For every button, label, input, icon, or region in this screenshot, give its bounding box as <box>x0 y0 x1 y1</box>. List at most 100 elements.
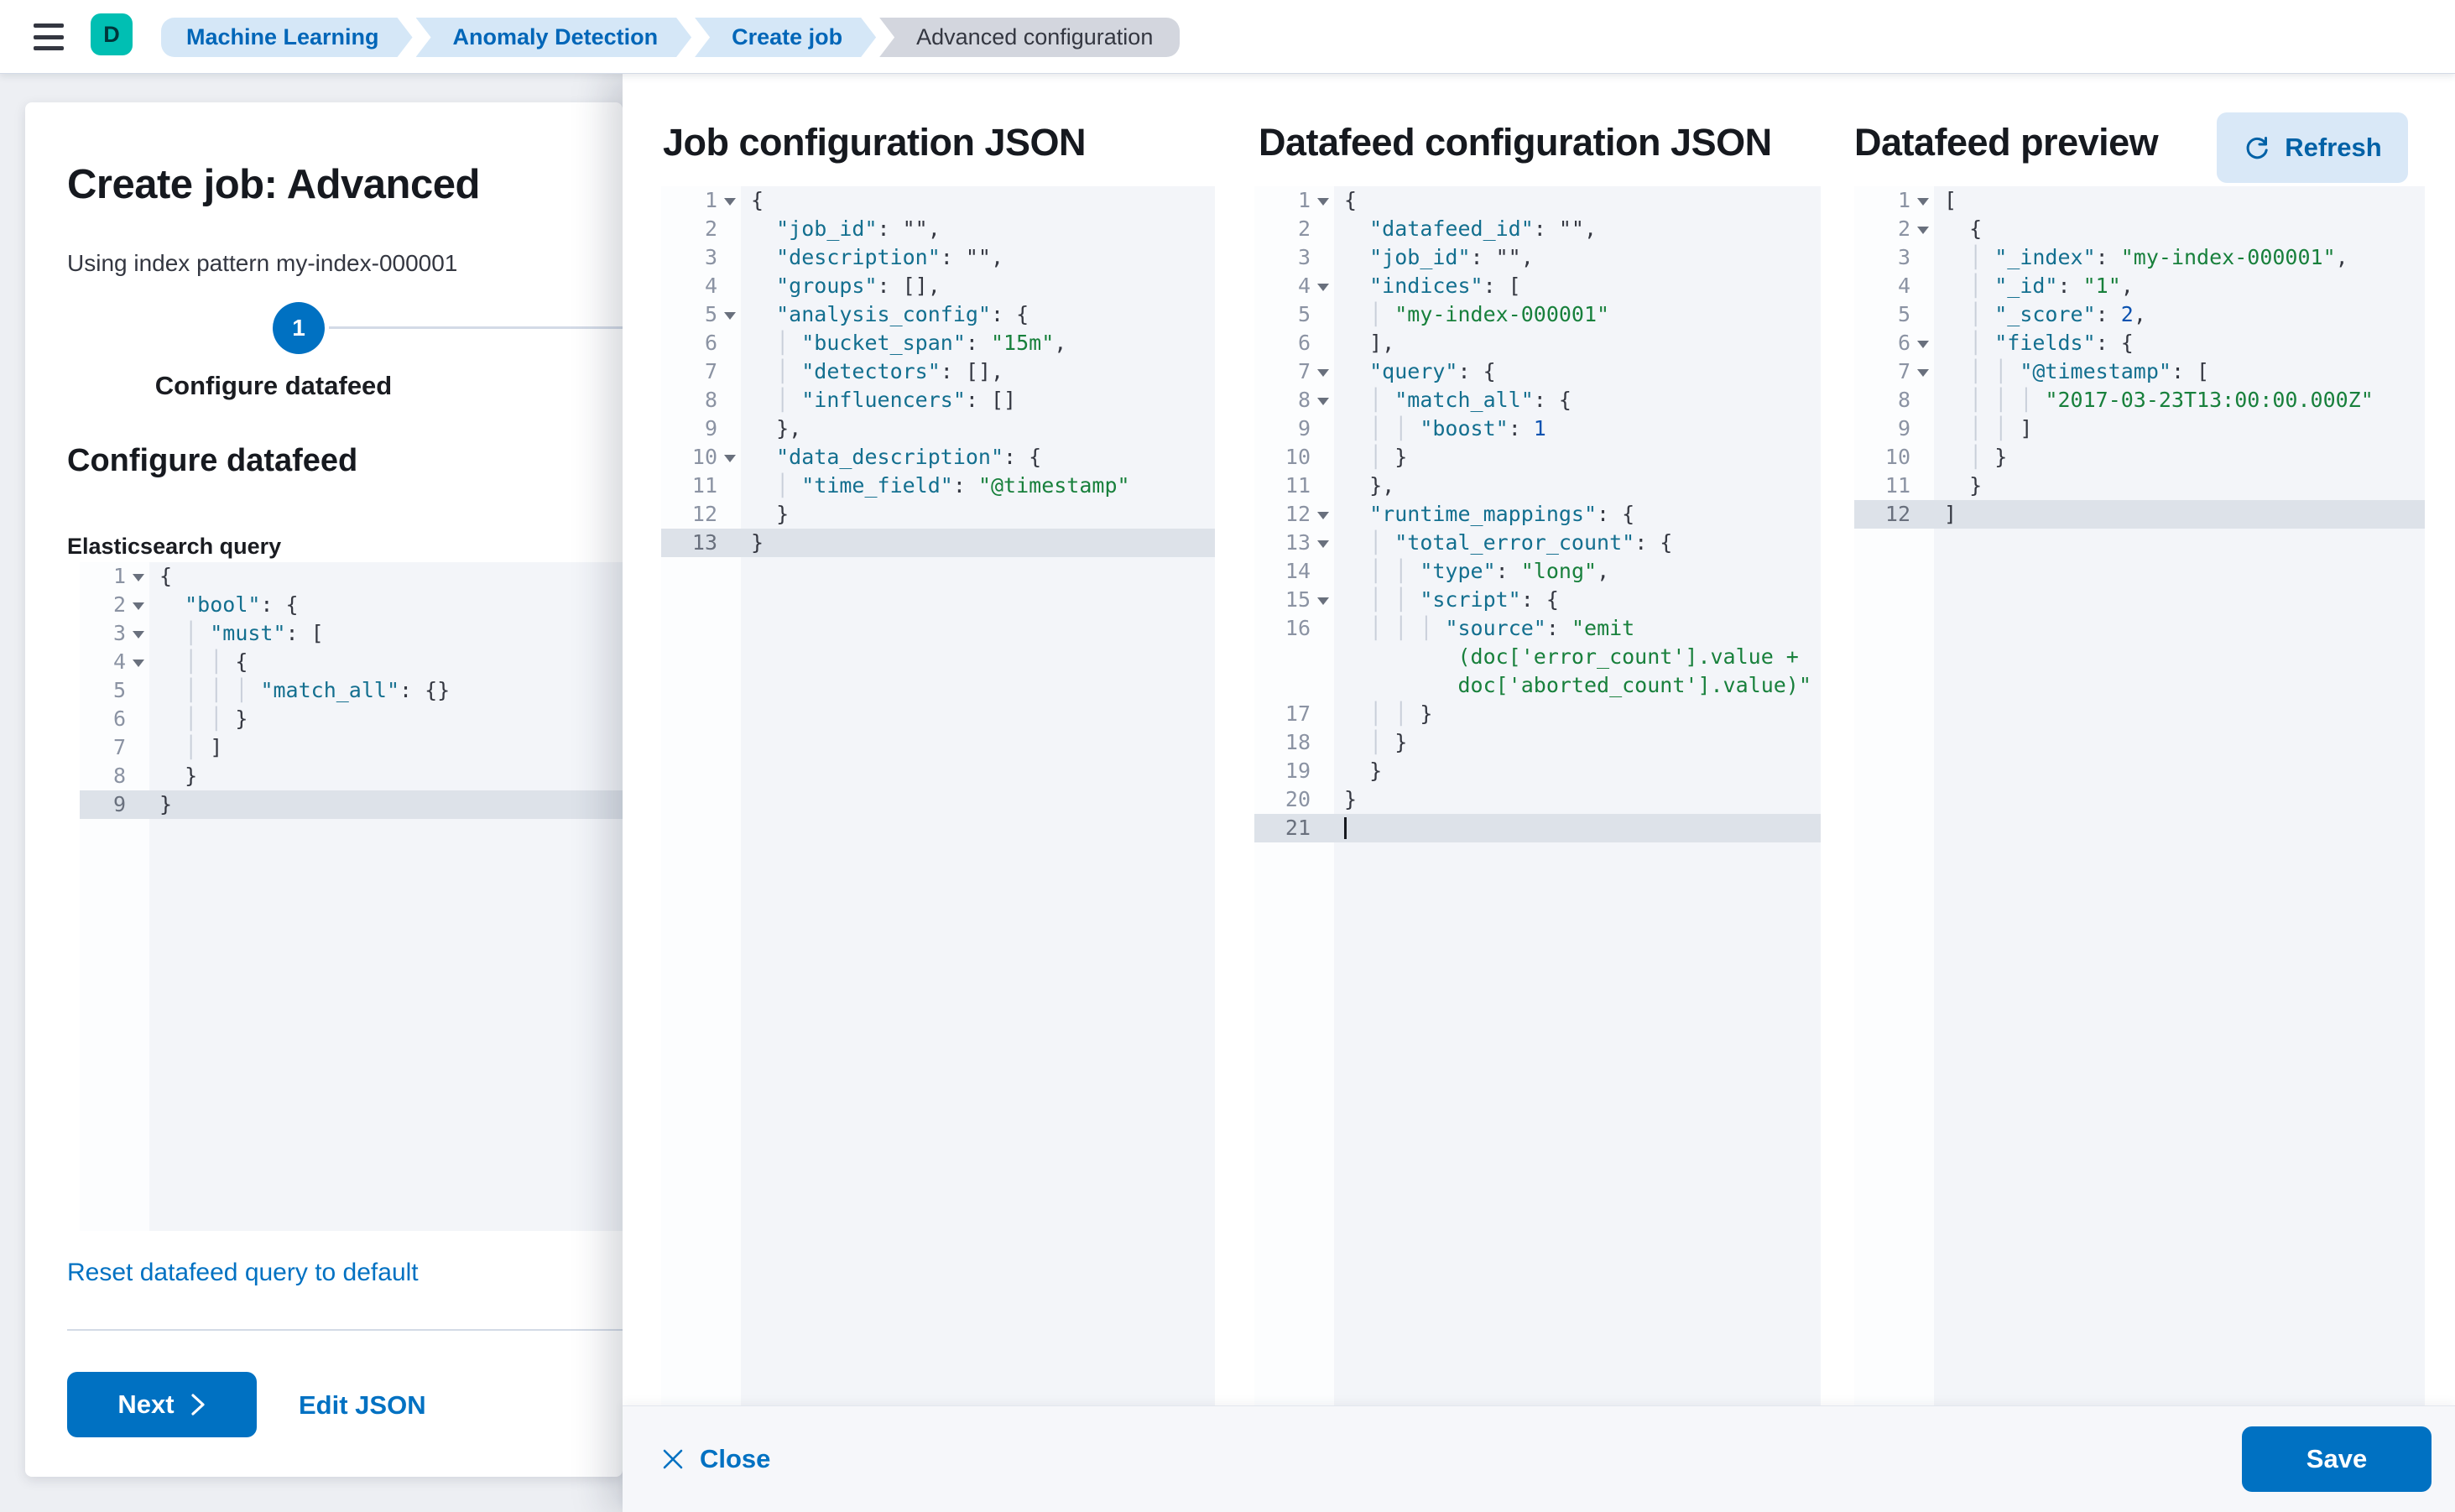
gutter-fold-area <box>1910 329 1934 357</box>
page-title: Create job: Advanced <box>67 162 480 207</box>
code-text: { <box>1344 188 1358 212</box>
fold-arrow-icon[interactable] <box>1317 398 1329 405</box>
code-text: │ "match_all": { <box>1369 388 1572 412</box>
fold-arrow-icon[interactable] <box>724 198 736 206</box>
line-number: 14 <box>1285 559 1311 583</box>
elasticsearch-query-editor[interactable]: 1{2 "bool": {3 │ "must": [4 │ │ {5 │ │ │… <box>80 562 623 1231</box>
code-text: │ "fields": { <box>1969 331 2134 355</box>
code-text: "job_id": "", <box>1369 245 1534 269</box>
gutter-fold-area <box>126 591 149 619</box>
code-text: │ │ │ "match_all": {} <box>185 678 451 702</box>
line-number: 3 <box>1897 245 1910 269</box>
code-line: 3 │ "_index": "my-index-000001", <box>1854 243 2425 272</box>
gutter-fold-area <box>1311 614 1334 643</box>
code-line: 2 "datafeed_id": "", <box>1254 215 1821 243</box>
code-text: { <box>159 564 173 588</box>
code-line: 10 │ } <box>1254 443 1821 472</box>
code-text: │ "bucket_span": "15m", <box>776 331 1067 355</box>
datafeed-configuration-json-editor[interactable]: 1{2 "datafeed_id": "",3 "job_id": "",4 "… <box>1254 186 1821 1405</box>
line-number: 6 <box>1897 331 1910 355</box>
fold-arrow-icon[interactable] <box>1917 369 1929 377</box>
fold-arrow-icon[interactable] <box>1317 284 1329 291</box>
fold-arrow-icon[interactable] <box>1317 369 1329 377</box>
gutter-fold-area <box>126 648 149 676</box>
line-number: 5 <box>1297 302 1311 326</box>
code-text: │ │ "@timestamp": [ <box>1969 359 2210 383</box>
fold-arrow-icon[interactable] <box>724 455 736 462</box>
next-button-label: Next <box>117 1389 175 1419</box>
fold-arrow-icon[interactable] <box>1317 597 1329 605</box>
job-configuration-json-title: Job configuration JSON <box>663 121 1087 164</box>
breadcrumb-anomaly-detection[interactable]: Anomaly Detection <box>416 18 692 57</box>
line-number: 6 <box>704 331 717 355</box>
space-avatar[interactable]: D <box>91 13 133 55</box>
line-number: 21 <box>1285 816 1311 840</box>
fold-arrow-icon[interactable] <box>1917 227 1929 234</box>
gutter-fold-area <box>717 472 741 500</box>
job-configuration-json-editor[interactable]: 1{2 "job_id": "",3 "description": "",4 "… <box>661 186 1215 1405</box>
fold-arrow-icon[interactable] <box>133 602 144 610</box>
code-text: "data_description": { <box>776 445 1042 469</box>
save-button[interactable]: Save <box>2242 1426 2432 1492</box>
code-line: 3 "job_id": "", <box>1254 243 1821 272</box>
datafeed-preview-editor[interactable]: 1[2 {3 │ "_index": "my-index-000001",4 │… <box>1854 186 2425 1405</box>
gutter-fold-area <box>717 500 741 529</box>
code-text: │ │ { <box>185 649 248 674</box>
fold-arrow-icon[interactable] <box>133 660 144 667</box>
gutter-fold-area <box>1910 300 1934 329</box>
fold-arrow-icon[interactable] <box>133 631 144 639</box>
code-line: 5 │ "my-index-000001" <box>1254 300 1821 329</box>
edit-json-link[interactable]: Edit JSON <box>299 1390 426 1420</box>
line-number <box>1254 671 1311 700</box>
gutter-fold-area <box>126 562 149 591</box>
gutter-fold-area <box>1910 215 1934 243</box>
fold-arrow-icon[interactable] <box>1917 341 1929 348</box>
line-number: 9 <box>1897 416 1910 441</box>
next-button[interactable]: Next <box>67 1372 257 1437</box>
code-line: 7 "query": { <box>1254 357 1821 386</box>
fold-arrow-icon[interactable] <box>133 574 144 581</box>
line-number: 7 <box>112 735 126 759</box>
gutter-fold-area <box>717 243 741 272</box>
line-number: 11 <box>1884 473 1910 498</box>
code-line: 8 │ "influencers": [] <box>661 386 1215 414</box>
line-number: 3 <box>1297 245 1311 269</box>
line-number: 19 <box>1285 759 1311 783</box>
fold-arrow-icon[interactable] <box>724 312 736 320</box>
code-line: 1{ <box>1254 186 1821 215</box>
breadcrumb-machine-learning[interactable]: Machine Learning <box>161 18 413 57</box>
code-line: 1[ <box>1854 186 2425 215</box>
reset-datafeed-query-link[interactable]: Reset datafeed query to default <box>67 1259 419 1286</box>
gutter-fold-area <box>1311 728 1334 757</box>
code-line: 8 } <box>80 762 623 790</box>
line-number: 9 <box>112 792 126 816</box>
fold-arrow-icon[interactable] <box>1317 540 1329 548</box>
gutter-fold-area <box>717 357 741 386</box>
code-text: ] <box>1944 502 1957 526</box>
code-text: │ } <box>1369 445 1408 469</box>
code-line: 12] <box>1854 500 2425 529</box>
menu-hamburger-icon[interactable] <box>34 23 64 50</box>
wizard-step-1-label: Configure datafeed <box>154 371 393 400</box>
gutter-fold-area <box>126 705 149 733</box>
code-line: 3 │ "must": [ <box>80 619 623 648</box>
code-line: 9} <box>80 790 623 819</box>
create-job-wizard-panel: Create job: Advanced Using index pattern… <box>25 102 623 1477</box>
code-text: │ ] <box>185 735 223 759</box>
line-number: 1 <box>112 564 126 588</box>
code-text: "job_id": "", <box>776 216 941 241</box>
fold-arrow-icon[interactable] <box>1317 198 1329 206</box>
code-line: 20} <box>1254 785 1821 814</box>
gutter-fold-area <box>1910 386 1934 414</box>
fold-arrow-icon[interactable] <box>1917 198 1929 206</box>
line-number: 13 <box>691 530 717 555</box>
refresh-button[interactable]: Refresh <box>2217 112 2408 183</box>
code-line: 4 │ "_id": "1", <box>1854 272 2425 300</box>
wizard-step-1[interactable]: 1 <box>273 302 325 354</box>
fold-arrow-icon[interactable] <box>1317 512 1329 519</box>
line-number: 7 <box>1297 359 1311 383</box>
gutter-fold-area <box>717 300 741 329</box>
code-text: │ │ │ "2017-03-23T13:00:00.000Z" <box>1969 388 2374 412</box>
breadcrumb-create-job[interactable]: Create job <box>695 18 876 57</box>
close-button[interactable]: Close <box>661 1406 770 1512</box>
